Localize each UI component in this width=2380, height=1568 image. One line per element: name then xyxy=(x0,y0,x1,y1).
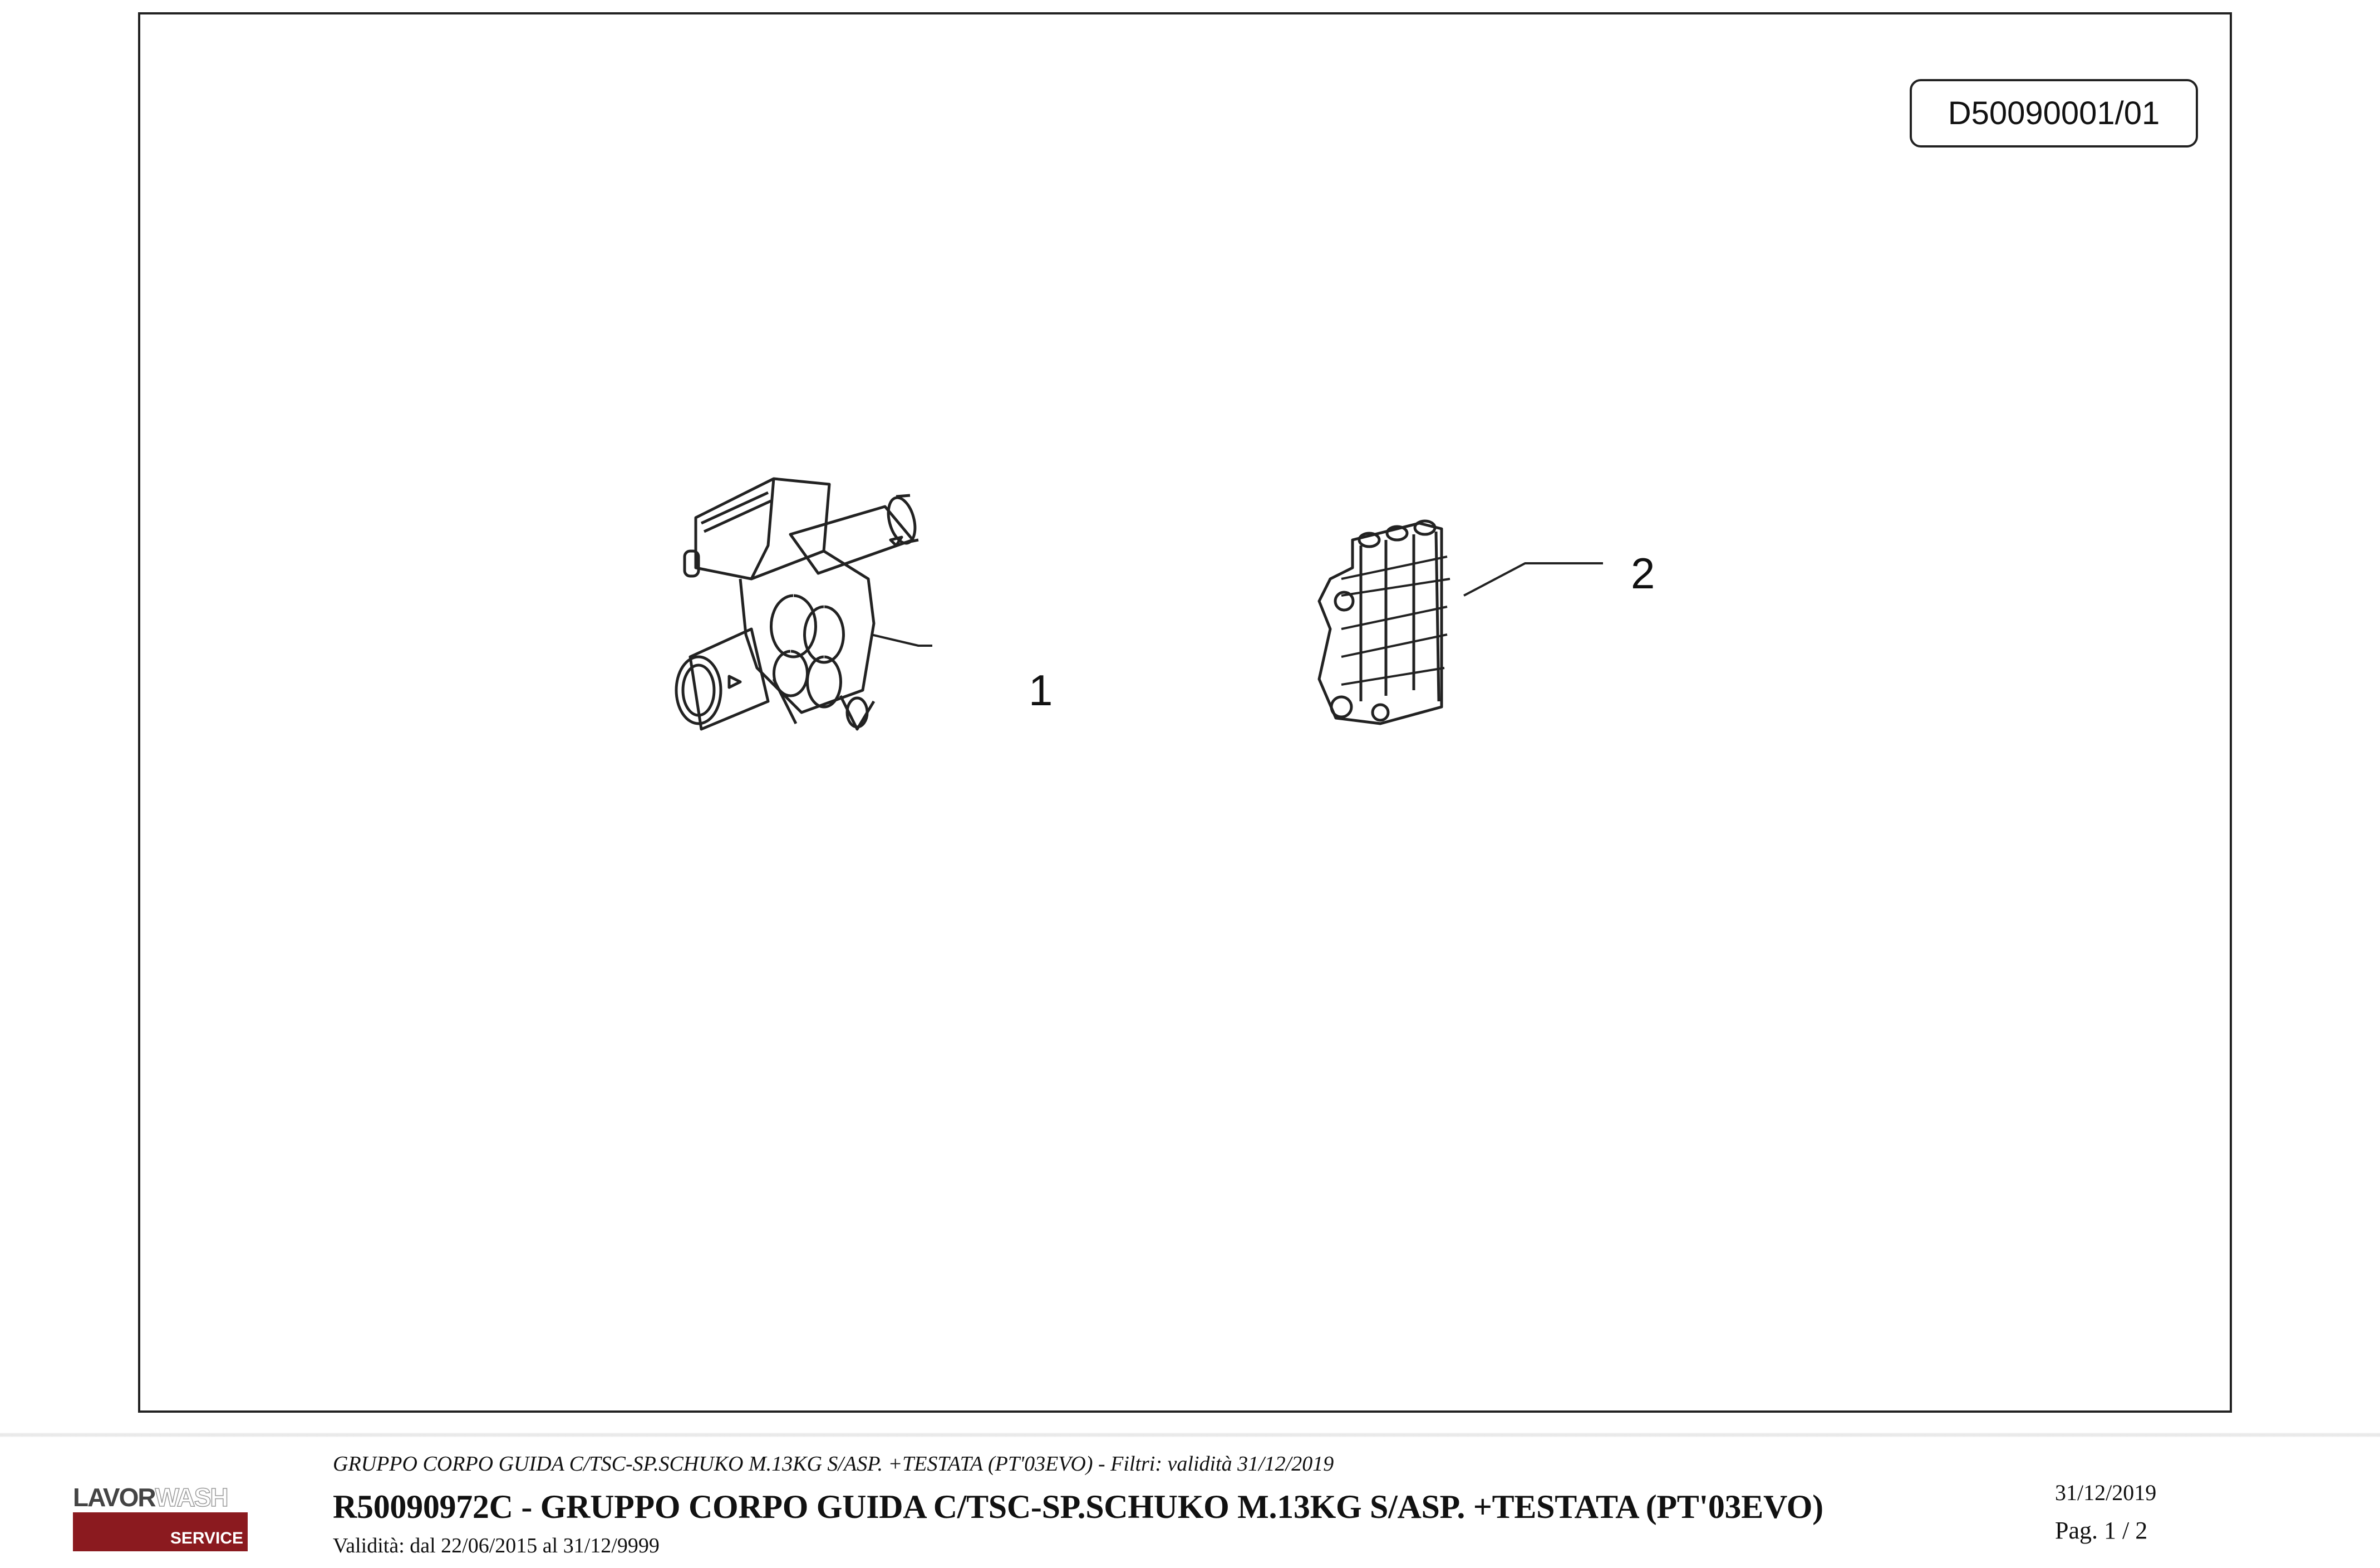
print-date: 31/12/2019 xyxy=(2055,1480,2157,1505)
document-subtitle: GRUPPO CORPO GUIDA C/TSC-SP.SCHUKO M.13K… xyxy=(333,1452,1334,1476)
drawing-code: D50090001/01 xyxy=(1910,79,2198,148)
callout-2: 2 xyxy=(1631,549,1655,598)
drawing-frame xyxy=(138,12,2232,1413)
callout-1: 1 xyxy=(1029,666,1053,715)
validity-range: Validità: dal 22/06/2015 al 31/12/9999 xyxy=(333,1534,660,1557)
part-2-illustration xyxy=(1317,519,1603,725)
document-title: R50090972C - GRUPPO CORPO GUIDA C/TSC-SP… xyxy=(333,1488,1823,1525)
part-1-illustration xyxy=(675,477,932,731)
page-number: Pag. 1 / 2 xyxy=(2055,1517,2148,1544)
footer-divider xyxy=(0,1433,2380,1437)
